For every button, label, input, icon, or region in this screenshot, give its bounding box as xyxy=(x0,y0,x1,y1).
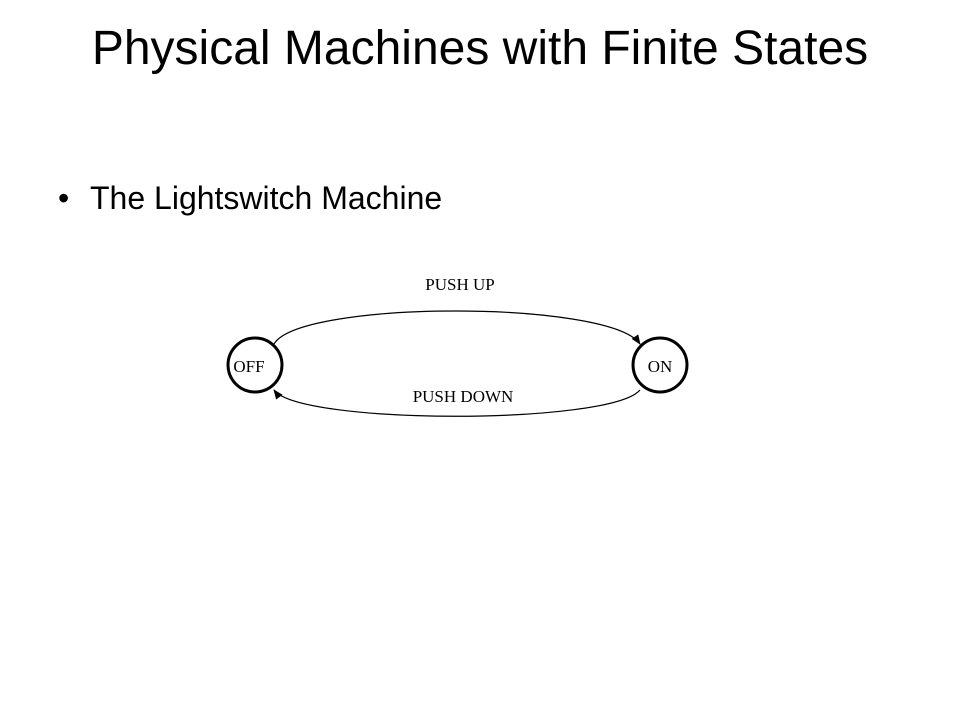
transition-arrow-push-up xyxy=(273,310,641,345)
bullet-item: • The Lightswitch Machine xyxy=(58,176,442,220)
state-on-circle xyxy=(631,336,689,394)
transition-label-push-down: PUSH DOWN xyxy=(413,387,514,406)
bullet-text: The Lightswitch Machine xyxy=(90,180,443,216)
slide-title: Physical Machines with Finite States xyxy=(91,22,869,75)
state-on-label: ON xyxy=(648,357,673,376)
bullet-list: • The Lightswitch Machine xyxy=(58,176,442,220)
bullet-icon: • xyxy=(58,180,70,216)
transition-label-push-up: PUSH UP xyxy=(425,275,494,294)
state-off-circle xyxy=(226,336,284,394)
state-off-label: OFF xyxy=(233,357,264,376)
transition-arrow-push-down xyxy=(273,389,641,417)
